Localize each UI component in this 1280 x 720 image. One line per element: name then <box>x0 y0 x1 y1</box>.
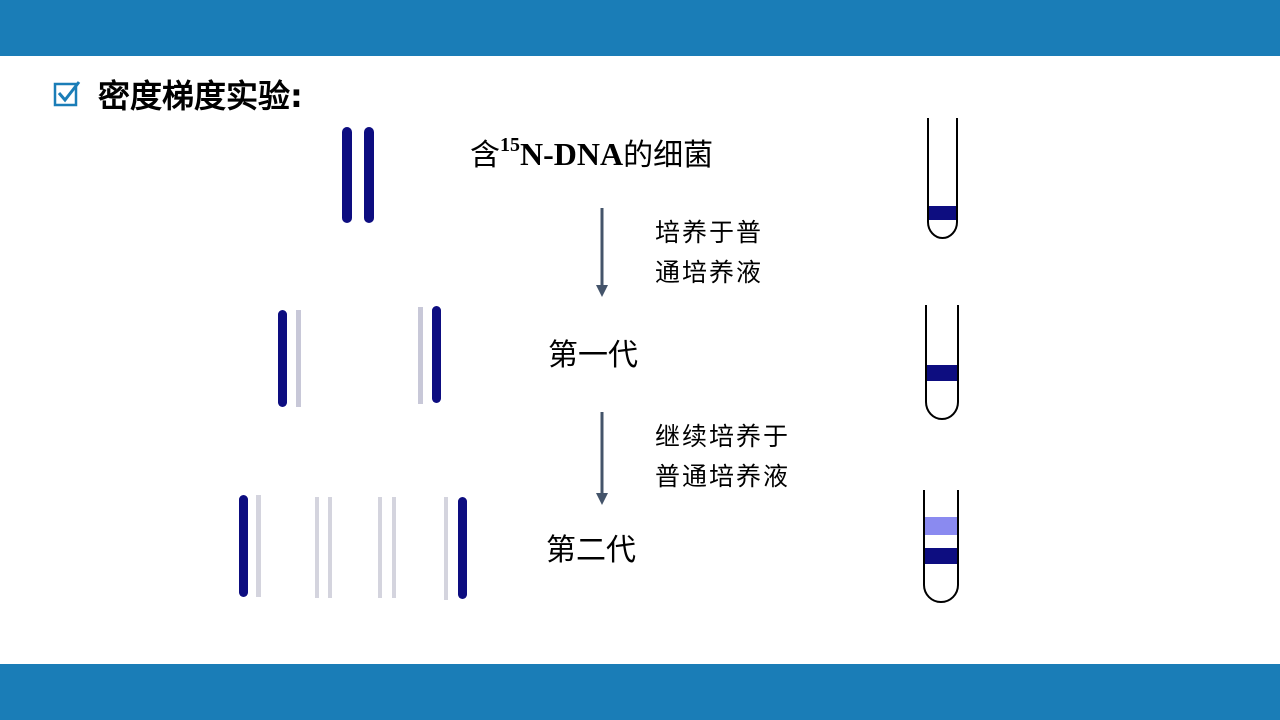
caption-line: 继续培养于 <box>655 422 791 451</box>
gen2-dna-molecule <box>239 495 261 597</box>
heavy-strand <box>458 497 467 599</box>
test-tube-gen1 <box>925 305 959 420</box>
heavy-strand <box>432 306 441 403</box>
light-strand <box>418 307 423 404</box>
arrow2-caption: 继续培养于 普通培养液 <box>655 417 790 497</box>
title-row: 密度梯度实验: <box>52 72 303 116</box>
gen2-dna-molecule <box>378 497 396 598</box>
heavy-strand <box>342 127 352 223</box>
gen1-label: 第一代 <box>548 338 638 373</box>
caption-line: 普通培养液 <box>655 462 791 491</box>
light-strand <box>296 310 301 407</box>
light-strand <box>315 497 319 598</box>
light-strand <box>392 497 396 598</box>
light-band <box>925 517 957 535</box>
light-strand <box>444 497 448 600</box>
caption-line: 培养于普 <box>655 218 764 247</box>
arrow1-caption: 培养于普 通培养液 <box>655 213 763 293</box>
hybrid-band <box>925 548 957 564</box>
heavy-strand <box>364 127 374 223</box>
page-title: 密度梯度实验: <box>98 77 303 115</box>
test-tube-parent <box>927 118 958 239</box>
gen1-dna-molecule <box>278 310 301 407</box>
header-bar <box>0 0 1280 56</box>
light-strand <box>378 497 382 598</box>
gen2-label: 第二代 <box>546 533 636 568</box>
heavy-strand <box>278 310 287 407</box>
footer-bar <box>0 664 1280 720</box>
gen2-dna-molecule <box>444 497 467 600</box>
hybrid-band <box>927 365 957 381</box>
gen1-dna-molecule <box>418 306 441 404</box>
parent-label: 含15N-DNA的细菌 <box>470 134 714 173</box>
heavy-band <box>929 206 956 220</box>
arrow-down-icon <box>596 208 608 297</box>
gen2-dna-molecule <box>315 497 332 598</box>
light-strand <box>328 497 332 598</box>
heavy-strand <box>239 495 248 597</box>
checkbox-checked-icon <box>53 81 81 107</box>
test-tube-gen2 <box>923 490 959 603</box>
light-strand <box>256 495 261 597</box>
caption-line: 通培养液 <box>655 258 764 287</box>
arrow-down-icon <box>596 412 608 505</box>
parent-dna-molecule <box>342 127 374 223</box>
